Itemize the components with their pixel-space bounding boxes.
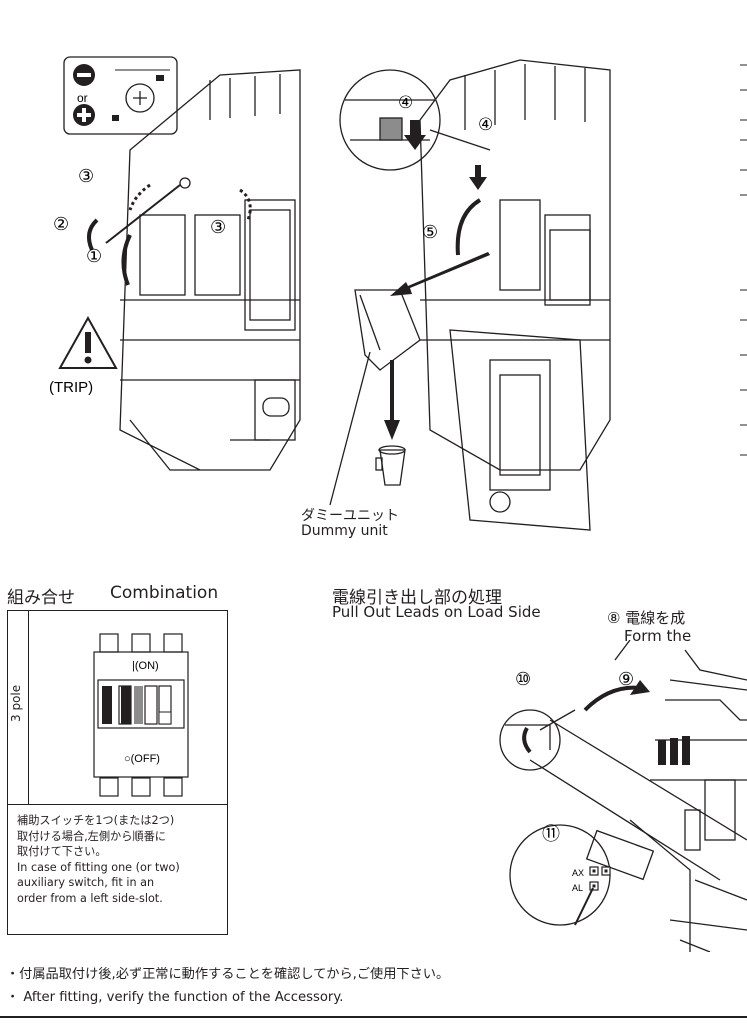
lock-icon <box>112 115 119 121</box>
step-5: ⑤ <box>422 222 438 242</box>
pullout-title-en: Pull Out Leads on Load Side <box>332 603 541 621</box>
step-4-inset: ④ <box>398 93 413 112</box>
unlock-icon <box>156 75 164 81</box>
slot-filled-2 <box>121 686 131 724</box>
slot-filled-1 <box>102 686 112 724</box>
installation-diagram: or ③ ② ③ ① (TRIP) ④ ④ ⑤ <box>49 56 611 531</box>
screw-icon <box>125 83 155 113</box>
step-10: ⑩ <box>515 669 531 689</box>
pullout-diagram: ⑩ ⑨ ⑪ AX AL <box>499 640 747 952</box>
dummy-unit-label-ja: ダミーユニット <box>301 508 399 524</box>
plus-icon <box>73 104 95 126</box>
note-ja-2: 取付ける場合,左側から順番に <box>17 829 166 843</box>
step-11: ⑪ <box>542 824 560 844</box>
dummy-unit-label-en: Dummy unit <box>301 523 388 539</box>
footer-note-ja: ・付属品取付け後,必ず正常に動作することを確認してから,ご使用下さい。 <box>6 967 450 982</box>
tool-or-label: or <box>77 91 88 105</box>
note-ja-3: 取付けて下さい。 <box>17 845 107 859</box>
ax-label: AX <box>572 868 584 878</box>
step-3-left: ③ <box>78 166 94 186</box>
step-3-right: ③ <box>210 217 226 237</box>
note-en-3: order from a left side-slot. <box>17 891 163 905</box>
right-edge-table-fragment <box>740 64 747 456</box>
step-8-en: Form the <box>624 627 692 645</box>
step-8-ja: ⑧ 電線を成 <box>607 609 686 627</box>
combination-table <box>7 610 228 935</box>
off-label: ○(OFF) <box>124 753 160 765</box>
note-en-1: In case of fitting one (or two) <box>17 860 180 874</box>
combination-title-en: Combination <box>110 583 219 603</box>
on-label: |(ON) <box>132 660 159 672</box>
tool-inset-box <box>63 56 178 135</box>
pullout-title-ja: 電線引き出し部の処理 <box>332 588 502 608</box>
breaker-face-diagram: |(ON) ○(OFF) <box>93 633 189 797</box>
al-label: AL <box>572 883 583 893</box>
step-2: ② <box>53 214 69 234</box>
trip-label: (TRIP) <box>49 379 93 396</box>
minus-icon <box>73 64 95 86</box>
step-1: ① <box>86 246 102 266</box>
pole-label: 3 pole <box>9 684 23 722</box>
combination-note: 補助スイッチを1つ(または2つ) 取付ける場合,左側から順番に 取付けて下さい。… <box>17 813 227 907</box>
warning-icon <box>58 315 118 369</box>
step-4: ④ <box>478 115 493 134</box>
footer-note-en: ・ After fitting, verify the function of … <box>6 990 344 1005</box>
note-en-2: auxiliary switch, fit in an <box>17 876 155 890</box>
slot-shaded <box>134 686 143 724</box>
step-9: ⑨ <box>618 669 634 689</box>
footer-rule <box>0 1016 747 1018</box>
note-ja-1: 補助スイッチを1つ(または2つ) <box>17 814 175 827</box>
combination-title-ja: 組み合せ <box>7 588 75 608</box>
